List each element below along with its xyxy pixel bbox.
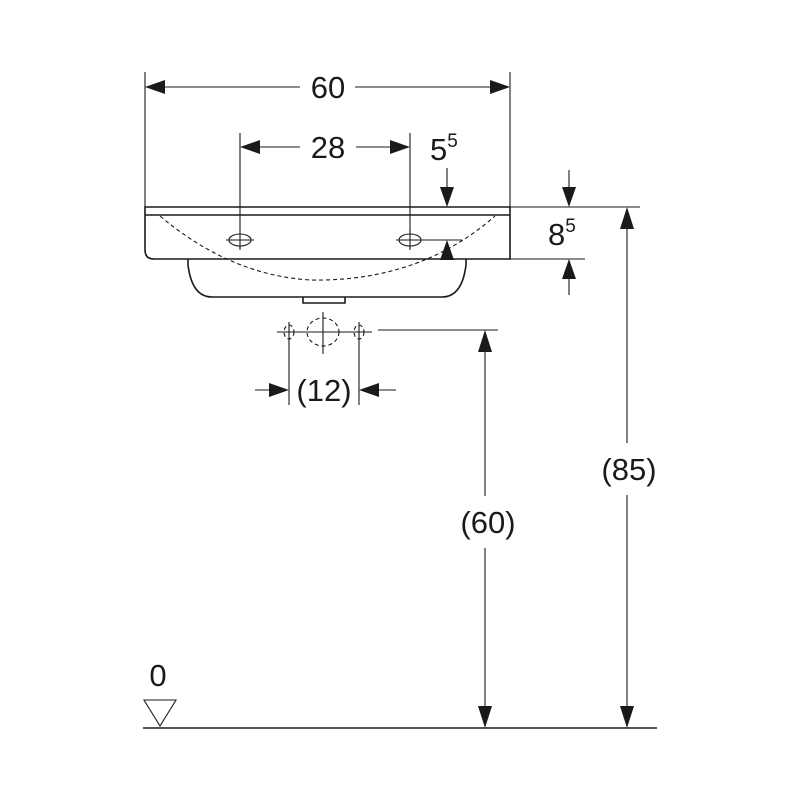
dimension-tap-spacing: 28	[239, 130, 411, 232]
basin-bowl	[187, 259, 467, 298]
basin-rim	[144, 206, 511, 260]
tap-spacing-label: 28	[311, 130, 345, 165]
floor-level-label: 0	[149, 658, 166, 693]
dimension-overall-width: 60	[144, 70, 511, 207]
trap-width-label: (12)	[296, 373, 351, 408]
basin-outline	[144, 206, 511, 304]
rim-thickness-label: 85	[548, 216, 576, 252]
tap-offset-label: 55	[430, 131, 458, 167]
dimension-tap-offset: 55	[422, 131, 462, 260]
rim-height-label: (85)	[601, 452, 656, 487]
floor-level: 0	[143, 658, 657, 729]
waste-outlet	[302, 297, 346, 304]
tap-hole-left	[226, 230, 254, 250]
overall-width-label: 60	[311, 70, 345, 105]
dimension-rim-height: (85)	[601, 207, 657, 728]
tap-hole-right	[396, 230, 424, 250]
arrow-right	[490, 80, 510, 94]
dimension-rim-thickness: 85	[510, 170, 640, 295]
trap-symbol	[277, 312, 498, 354]
level-marker-triangle-icon	[143, 699, 177, 728]
dimension-outlet-height: (60)	[460, 330, 516, 728]
dimension-trap-width: (12)	[255, 343, 396, 408]
outlet-height-label: (60)	[460, 505, 515, 540]
arrow-left	[145, 80, 165, 94]
